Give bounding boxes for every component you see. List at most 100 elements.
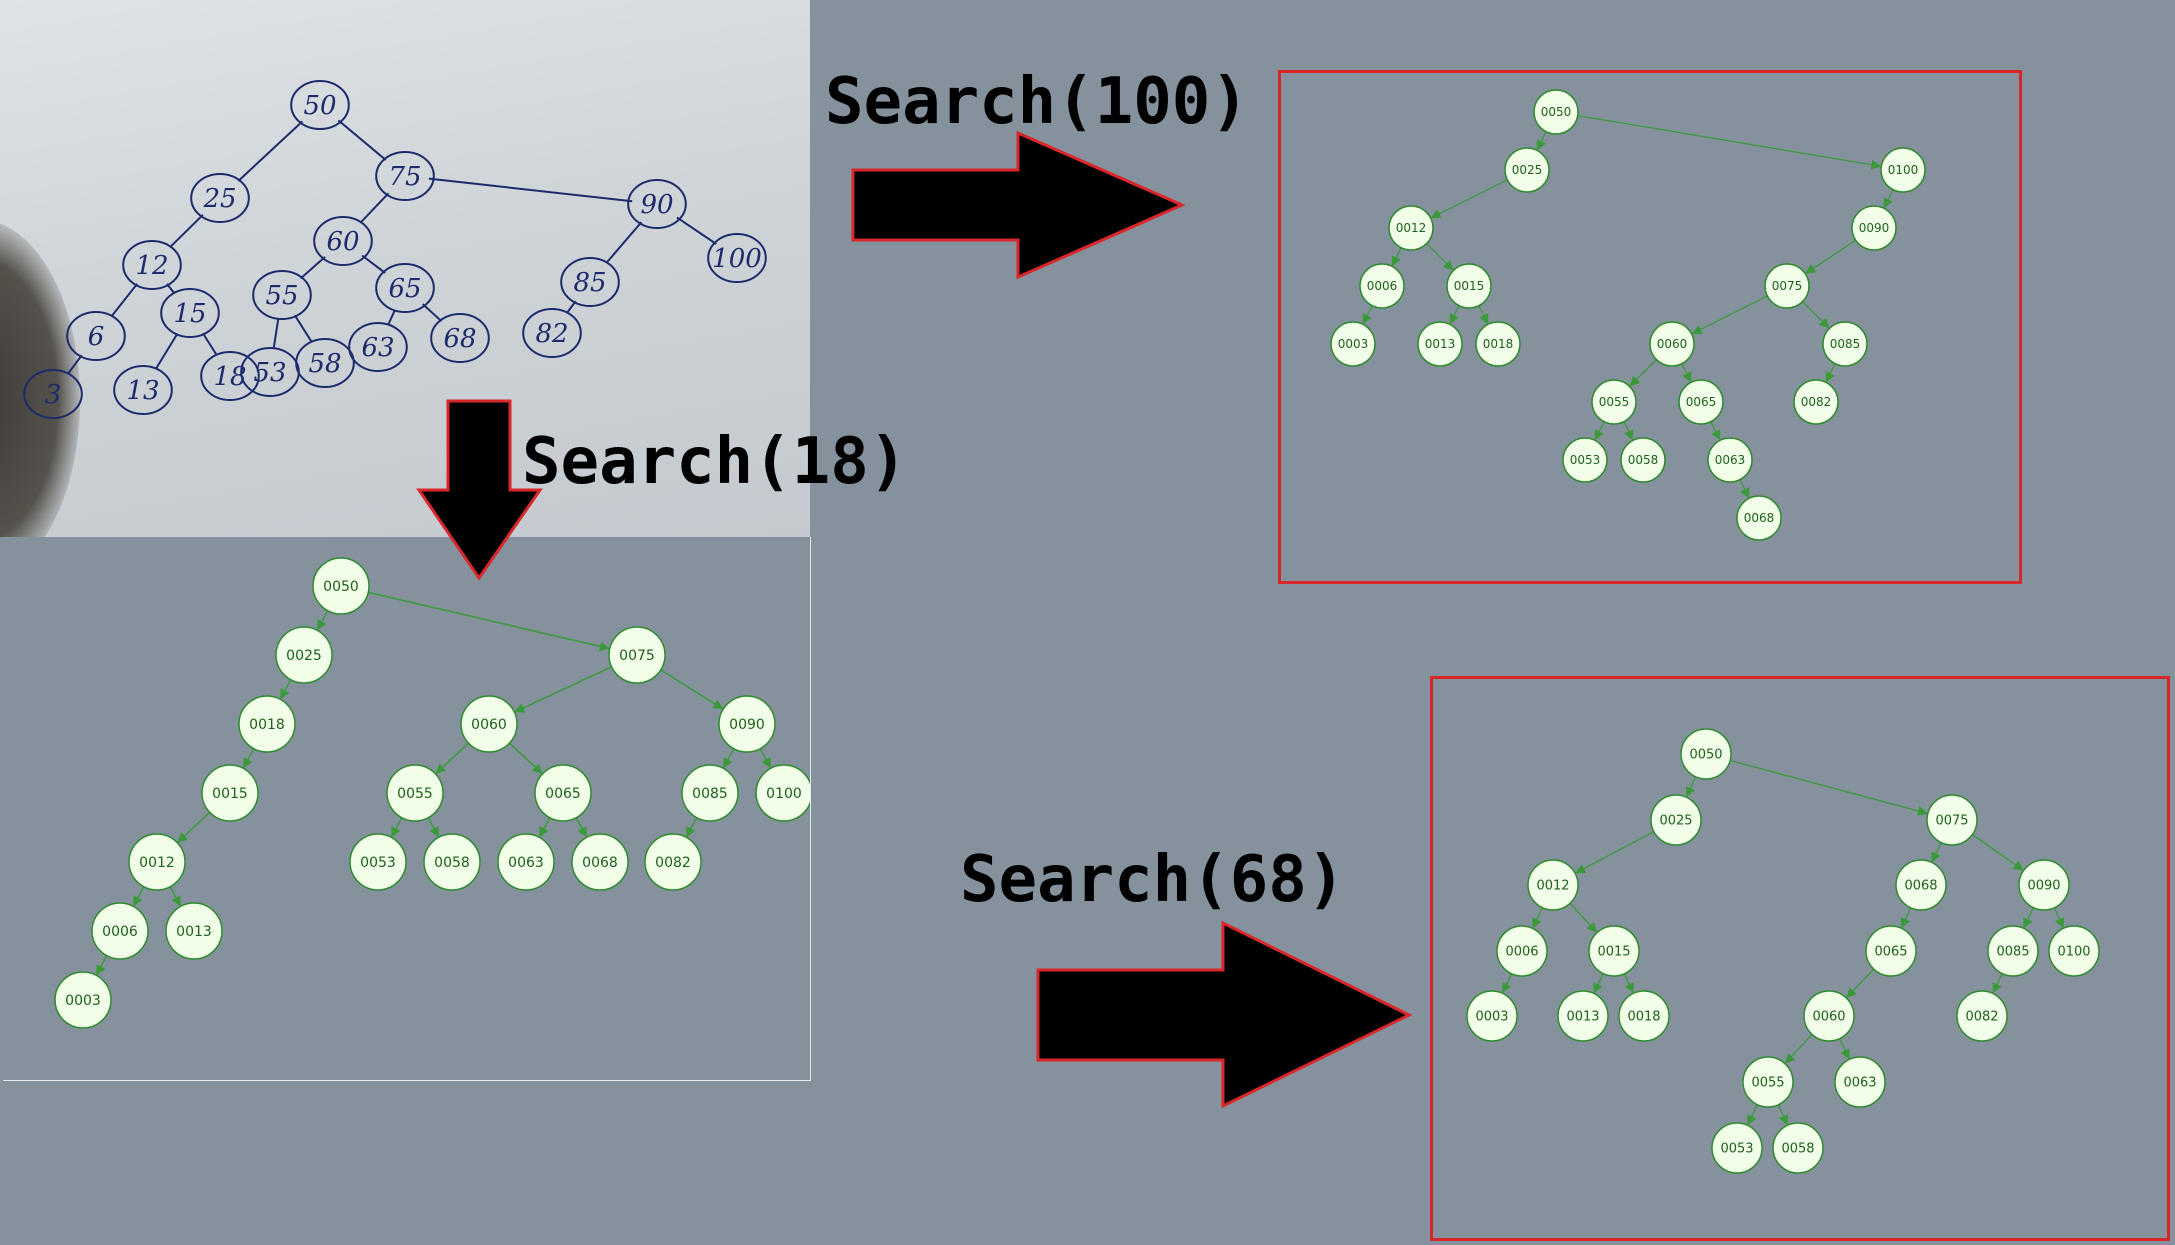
tree-edge-0060-0055	[1629, 359, 1657, 387]
node-label-0075: 0075	[1772, 279, 1803, 293]
node-label-0050: 0050	[1689, 748, 1722, 763]
tree-edge-15-13	[155, 332, 179, 370]
tree-edge-0090-0100	[2053, 907, 2065, 929]
tree-edge-0075-0060	[514, 666, 612, 713]
arrow-right-icon	[1036, 920, 1413, 1109]
node-label-0003: 0003	[1475, 1010, 1508, 1025]
tree-edge-0090-0085	[2023, 907, 2034, 929]
node-label-0090: 0090	[2027, 879, 2060, 894]
tree-edge-0006-0003	[1502, 973, 1513, 994]
node-label-0053: 0053	[1720, 1142, 1753, 1157]
tree-edge-75-90	[428, 177, 633, 203]
node-label-0085: 0085	[692, 786, 728, 802]
node-label-0063: 0063	[1715, 453, 1746, 467]
tree-edge-0065-0068	[575, 817, 587, 838]
node-label-0068: 0068	[1904, 879, 1937, 894]
tree-edge-0055-0058	[1623, 421, 1634, 441]
tree-edge-0050-0025	[1536, 131, 1547, 151]
node-label-75: 75	[388, 162, 421, 192]
tree-edge-0060-0063	[1839, 1038, 1850, 1060]
tree-edge-65-68	[422, 303, 443, 322]
node-label-0012: 0012	[1536, 879, 1569, 894]
node-label-0090: 0090	[729, 717, 765, 733]
tree-edge-0090-0085	[723, 748, 735, 769]
node-label-0018: 0018	[1627, 1010, 1660, 1025]
node-label-0025: 0025	[286, 648, 322, 664]
node-label-0055: 0055	[1751, 1076, 1784, 1091]
tree-edge-0085-0082	[686, 817, 698, 838]
tree-edge-0060-0065	[1681, 363, 1692, 383]
tree-edge-0006-0003	[1362, 305, 1373, 325]
node-label-0055: 0055	[397, 786, 433, 802]
node-label-0068: 0068	[582, 855, 618, 871]
tree-edge-0050-0075	[1729, 759, 1928, 816]
node-label-50: 50	[303, 91, 336, 121]
tree-edge-0015-0012	[177, 811, 211, 843]
tree-node-12: 12	[122, 240, 182, 290]
node-label-55: 55	[265, 281, 298, 311]
tree-node-0100: 0100	[1880, 147, 1926, 193]
node-label-0085: 0085	[1996, 945, 2029, 960]
tree-node-0012: 0012	[128, 833, 186, 891]
node-label-0100: 0100	[2057, 945, 2090, 960]
tree-node-0003: 0003	[54, 971, 112, 1029]
tree-node-0068: 0068	[1895, 859, 1947, 911]
tree-edge-0012-0015	[1426, 243, 1454, 271]
tree-node-0063: 0063	[1707, 437, 1753, 483]
tree-node-60: 60	[313, 216, 373, 266]
tree-edge-50-25	[237, 120, 304, 182]
tree-node-0085: 0085	[1822, 321, 1868, 367]
node-label-0082: 0082	[1965, 1010, 1998, 1025]
tree-edge-0060-0055	[435, 742, 470, 774]
node-label-68: 68	[443, 324, 476, 354]
tree-edge-0050-0025	[1685, 776, 1697, 798]
node-label-60: 60	[326, 227, 359, 257]
tree-edge-0015-0018	[1623, 973, 1634, 994]
node-label-3: 3	[45, 380, 62, 410]
node-label-0082: 0082	[1801, 395, 1832, 409]
tree-node-68: 68	[430, 313, 490, 363]
node-label-0050: 0050	[323, 579, 359, 595]
tree-edge-0075-0068	[1931, 842, 1942, 863]
tree-node-0050: 0050	[1680, 728, 1732, 780]
tree-node-0060: 0060	[1649, 321, 1695, 367]
node-label-0003: 0003	[65, 993, 101, 1009]
tree-node-0075: 0075	[608, 626, 666, 684]
tree-node-3: 3	[23, 369, 83, 419]
tree-node-0050: 0050	[1533, 89, 1579, 135]
tree-edge-0025-0012	[1575, 831, 1655, 874]
node-label-0100: 0100	[1888, 163, 1919, 177]
node-label-0060: 0060	[1812, 1010, 1845, 1025]
tree-node-0006: 0006	[1359, 263, 1405, 309]
tree-edge-0012-0013	[169, 886, 181, 907]
tree-edge-0065-0063	[539, 817, 551, 838]
node-label-0058: 0058	[1781, 1142, 1814, 1157]
node-label-0060: 0060	[471, 717, 507, 733]
tree-edge-0075-0090	[660, 669, 724, 710]
node-label-0058: 0058	[434, 855, 470, 871]
tree-node-0003: 0003	[1330, 321, 1376, 367]
tree-edge-0025-0012	[1430, 179, 1508, 219]
node-label-0018: 0018	[249, 717, 285, 733]
node-label-0065: 0065	[545, 786, 581, 802]
tree-edge-0015-0013	[1593, 973, 1604, 994]
search-18-label: Search(18)	[522, 425, 908, 499]
node-label-0065: 0065	[1686, 395, 1717, 409]
tree-edge-75-60	[359, 192, 390, 224]
tree-edge-0012-0006	[1391, 247, 1402, 267]
node-label-0013: 0013	[1566, 1010, 1599, 1025]
tree-node-0075: 0075	[1764, 263, 1810, 309]
tree-node-13: 13	[113, 365, 173, 415]
node-label-58: 58	[308, 349, 341, 379]
tree-node-0082: 0082	[644, 833, 702, 891]
tree-node-15: 15	[160, 288, 220, 338]
tree-edge-0055-0053	[391, 817, 403, 838]
tree-node-0082: 0082	[1793, 379, 1839, 425]
node-label-13: 13	[126, 376, 159, 406]
node-label-0085: 0085	[1830, 337, 1861, 351]
